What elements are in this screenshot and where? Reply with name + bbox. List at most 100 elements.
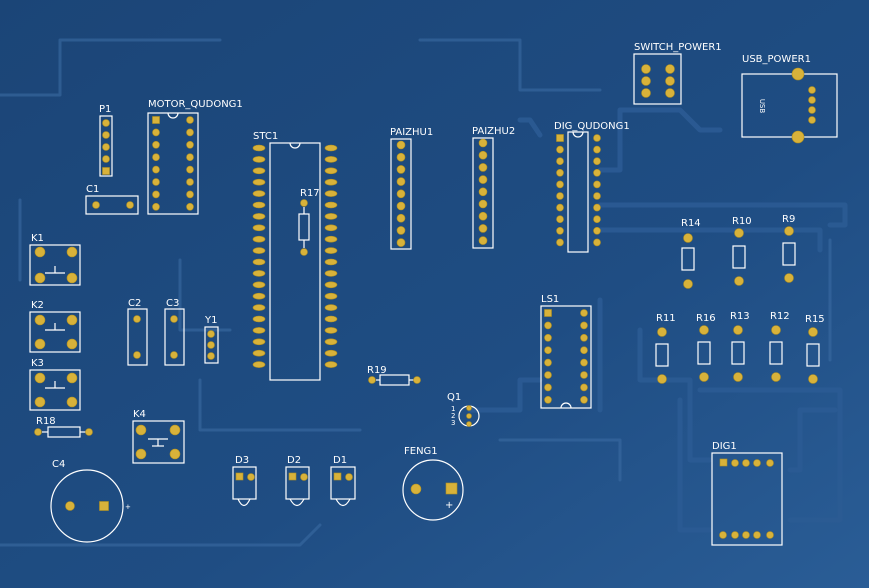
dig-driver-label: DIG_QUDONG1 [554, 121, 630, 132]
r18-label: R18 [36, 416, 56, 427]
dig-driver-pin [556, 192, 564, 200]
c4-electrolytic: C4 + [50, 459, 131, 543]
ls1-pin [580, 358, 588, 367]
d2-led: D2 [285, 455, 310, 507]
stc1-pin [252, 315, 266, 323]
k3-button: K3 [29, 358, 81, 411]
motor-pin [152, 153, 160, 161]
stc1-pin [324, 201, 338, 209]
k2-label: K2 [31, 300, 44, 311]
motor-pin [152, 190, 160, 199]
dig-driver-pin [556, 134, 564, 142]
stc1-pin [324, 167, 338, 175]
dig-driver-pin [593, 157, 601, 165]
paizhu2-pin [478, 175, 488, 184]
dig-driver-pin [556, 203, 564, 212]
motor-pin [152, 128, 160, 137]
r19-resistor: R19 [367, 365, 421, 386]
dig-driver-pin [556, 180, 564, 189]
stc1-pin [252, 178, 266, 186]
d2-label: D2 [287, 455, 301, 466]
stc1-pin [252, 247, 266, 254]
stc1-pin [252, 338, 266, 346]
stc1-pin [324, 304, 338, 311]
r12-resistor: R12 [769, 311, 790, 382]
dig-driver-pin [556, 169, 564, 177]
paizhu1-pin [396, 189, 406, 199]
stc1-pin [252, 224, 266, 232]
dig-driver-pin [593, 215, 601, 223]
r15-label: R15 [805, 314, 825, 325]
r11-resistor: R11 [655, 313, 676, 384]
p1-label: P1 [99, 104, 111, 115]
q1-transistor: Q1 1 2 3 [447, 392, 480, 427]
dig-driver-pin [593, 145, 601, 154]
q1-pin-1: 1 [451, 405, 455, 413]
stc1-pin [324, 144, 338, 152]
motor-pin [152, 203, 160, 211]
stc1-pin [252, 292, 266, 300]
usb-power-label: USB_POWER1 [742, 54, 811, 65]
dig-driver-ic: DIG_QUDONG1 [554, 121, 630, 253]
motor-pin [152, 178, 160, 186]
dig-driver-pin [593, 203, 601, 212]
y1-label: Y1 [204, 315, 217, 326]
motor-pin [152, 116, 160, 124]
d1-label: D1 [333, 455, 347, 466]
ls1-pin [544, 321, 552, 330]
paizhu2-pin [478, 187, 488, 197]
k4-label: K4 [133, 409, 146, 420]
paizhu2-pin [478, 211, 488, 221]
motor-pin [186, 203, 194, 211]
switch-power-label: SWITCH_POWER1 [634, 42, 722, 53]
dig-driver-pin [556, 238, 564, 247]
k1-button: K1 [29, 233, 81, 286]
r14-resistor: R14 [681, 218, 701, 289]
q1-pin-3: 3 [451, 419, 455, 427]
stc1-pin [252, 258, 266, 266]
stc1-pin [252, 361, 266, 368]
stc1-pin [324, 235, 338, 243]
motor-pin [152, 165, 160, 174]
y1-crystal: Y1 [204, 315, 219, 364]
stc1-pin [324, 270, 338, 277]
r9-label: R9 [782, 214, 795, 225]
ls1-pin [580, 383, 588, 392]
motor-pin [186, 190, 194, 199]
p1-header: P1 [99, 104, 113, 177]
stc1-label: STC1 [253, 131, 278, 142]
dig-driver-pin [556, 227, 564, 235]
ls1-pin [580, 321, 588, 330]
stc1-pin [324, 292, 338, 300]
motor-pin [186, 141, 194, 149]
usb-text: USB [758, 99, 766, 114]
feng1-plus: + [445, 500, 453, 511]
stc1-pin [324, 213, 338, 220]
c2-label: C2 [128, 298, 141, 309]
stc1-pin [324, 178, 338, 186]
dig1-label: DIG1 [712, 441, 737, 452]
r13-resistor: R13 [730, 311, 750, 382]
copper-traces [467, 107, 848, 533]
paizhu1-label: PAIZHU1 [390, 127, 433, 138]
paizhu2-pin [478, 163, 488, 172]
r16-resistor: R16 [696, 313, 716, 382]
ls1-pin [544, 309, 552, 317]
paizhu1-pin [396, 140, 406, 150]
paizhu2-pin [478, 236, 488, 245]
d3-label: D3 [235, 455, 249, 466]
ls1-pin [580, 395, 588, 404]
ls1-pin [544, 346, 552, 355]
background-traces [0, 38, 832, 547]
ls1-pin [580, 333, 588, 342]
stc1-pin [324, 349, 338, 357]
dig1-display: DIG1 [711, 441, 783, 546]
r13-label: R13 [730, 311, 750, 322]
paizhu2-pin [478, 138, 488, 148]
dig-driver-pin [556, 157, 564, 165]
k4-button: K4 [132, 409, 185, 464]
dig-driver-pin [593, 192, 601, 200]
motor-pin [186, 128, 194, 137]
paizhu1-pin [396, 238, 406, 247]
stc1-pin [324, 281, 338, 289]
